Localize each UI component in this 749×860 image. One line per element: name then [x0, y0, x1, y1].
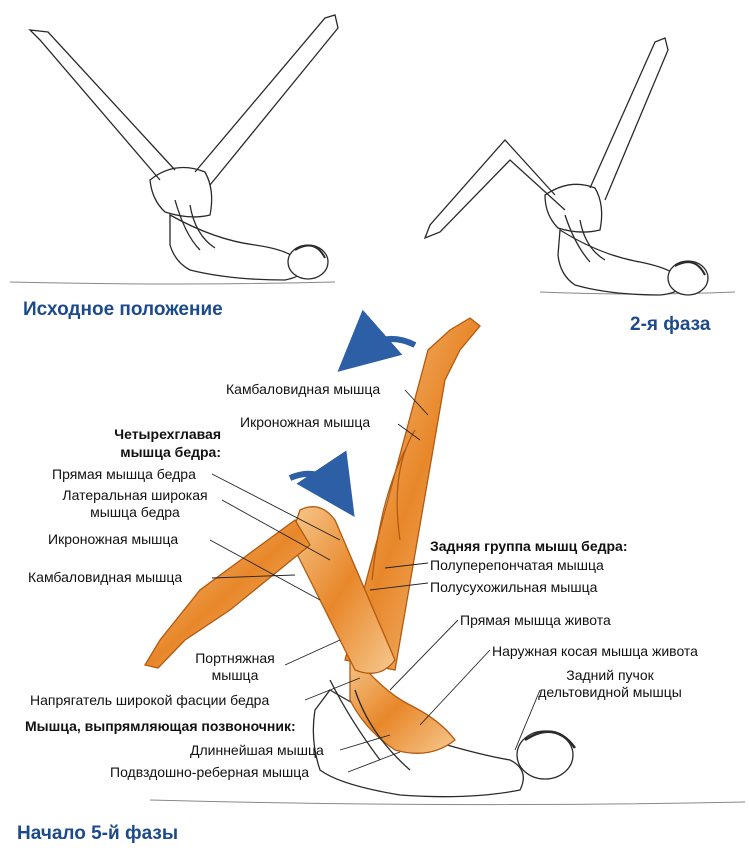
group-quadriceps: Четырехглавая мышца бедра: — [88, 425, 221, 461]
label-tfl: Напрягатель широкой фасции бедра — [30, 692, 270, 708]
label-iliocostalis: Подвздошно-реберная мышца — [110, 764, 310, 780]
figure-phase2 — [423, 37, 736, 296]
rotation-arrow-top — [337, 309, 417, 372]
label-longissimus: Длиннейшая мышца — [190, 742, 324, 758]
label-rectus-abdominis: Прямая мышца живота — [460, 612, 611, 628]
label-soleus-top: Камбаловидная мышца — [226, 381, 381, 397]
label-sartorius: Портняжная мышца — [185, 650, 285, 684]
label-vastus-lateralis: Латеральная широкая мышца бедра — [45, 487, 225, 521]
label-posterior-deltoid-line2: дельтовидной мышцы — [538, 684, 682, 700]
leader-lines — [209, 389, 541, 773]
label-soleus-left: Камбаловидная мышца — [28, 569, 183, 585]
label-gastrocnemius-top: Икроножная мышца — [240, 414, 371, 430]
label-semitendinosus: Полусухожильная мышца — [430, 579, 598, 595]
label-sartorius-line1: Портняжная — [195, 650, 275, 666]
label-external-oblique: Наружная косая мышца живота — [492, 643, 698, 659]
figure-start-position — [9, 14, 339, 285]
group-quadriceps-line1: Четырехглавая — [114, 426, 221, 442]
group-hamstrings: Задняя группа мышц бедра: — [430, 538, 628, 554]
label-posterior-deltoid: Задний пучок дельтовидной мышцы — [525, 667, 695, 701]
label-semimembranosus: Полуперепончатая мышца — [430, 557, 604, 573]
rotation-arrow-middle — [288, 450, 355, 517]
label-gastrocnemius-left: Икроножная мышца — [48, 531, 179, 547]
caption-phase5: Начало 5-й фазы — [17, 823, 179, 844]
caption-start-position: Исходное положение — [23, 299, 223, 320]
group-quadriceps-line2: мышца бедра: — [120, 444, 221, 460]
label-vastus-lateralis-line1: Латеральная широкая — [62, 487, 208, 503]
label-rectus-femoris: Прямая мышца бедра — [52, 466, 196, 482]
label-sartorius-line2: мышца — [211, 667, 259, 683]
label-posterior-deltoid-line1: Задний пучок — [566, 667, 654, 683]
label-vastus-lateralis-line2: мышца бедра — [90, 504, 180, 520]
caption-phase2: 2-я фаза — [630, 314, 711, 335]
group-erector-spinae: Мышца, выпрямляющая позвоночник: — [25, 718, 296, 734]
figure-phase5 — [143, 317, 746, 806]
